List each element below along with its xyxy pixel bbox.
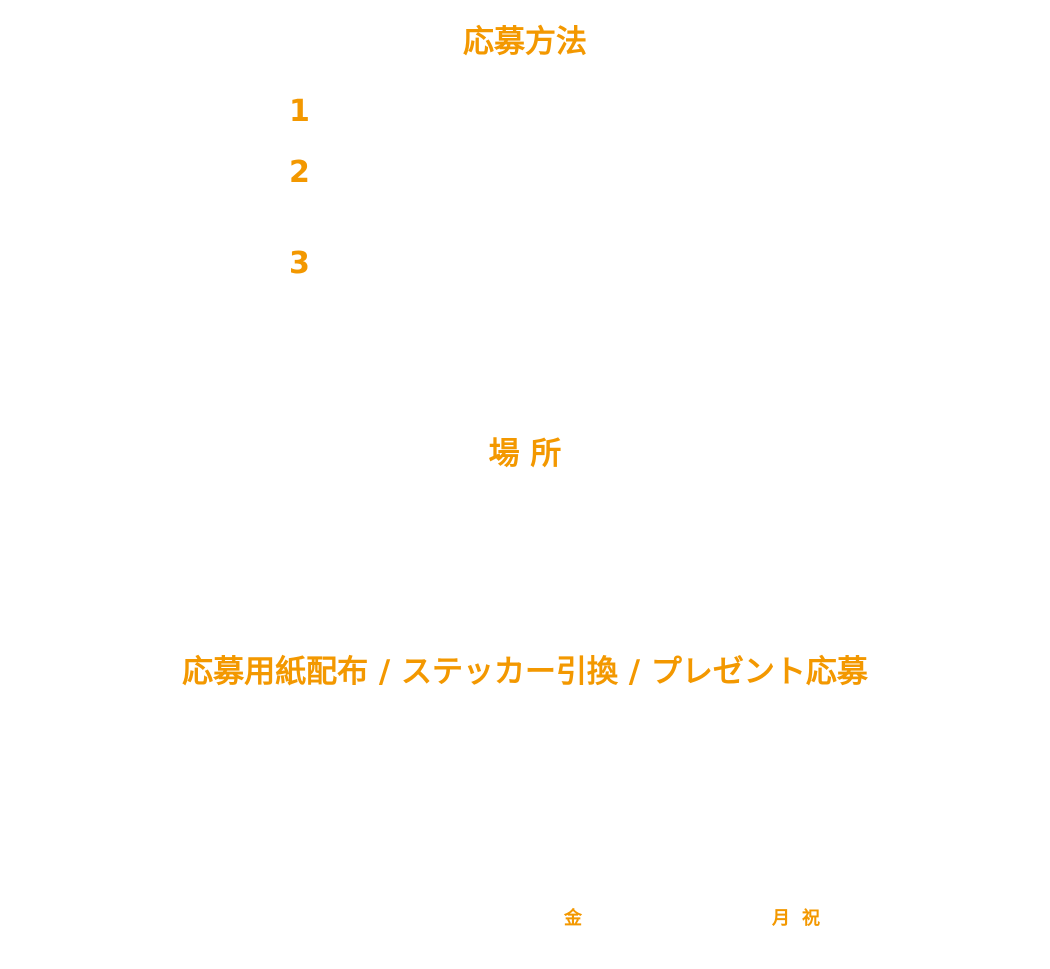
distribution-heading: 応募用紙配布 / ステッカー引換 / プレゼント応募	[182, 654, 868, 690]
location-heading: 場 所	[488, 436, 562, 472]
step-number-3: 3	[289, 246, 310, 281]
step-number-2: 2	[289, 155, 310, 190]
day-monday: 月	[772, 908, 790, 929]
step-number-1: 1	[289, 94, 310, 129]
day-holiday: 祝	[802, 908, 820, 929]
how-to-apply-heading: 応募方法	[463, 24, 587, 60]
day-friday: 金	[564, 908, 582, 929]
